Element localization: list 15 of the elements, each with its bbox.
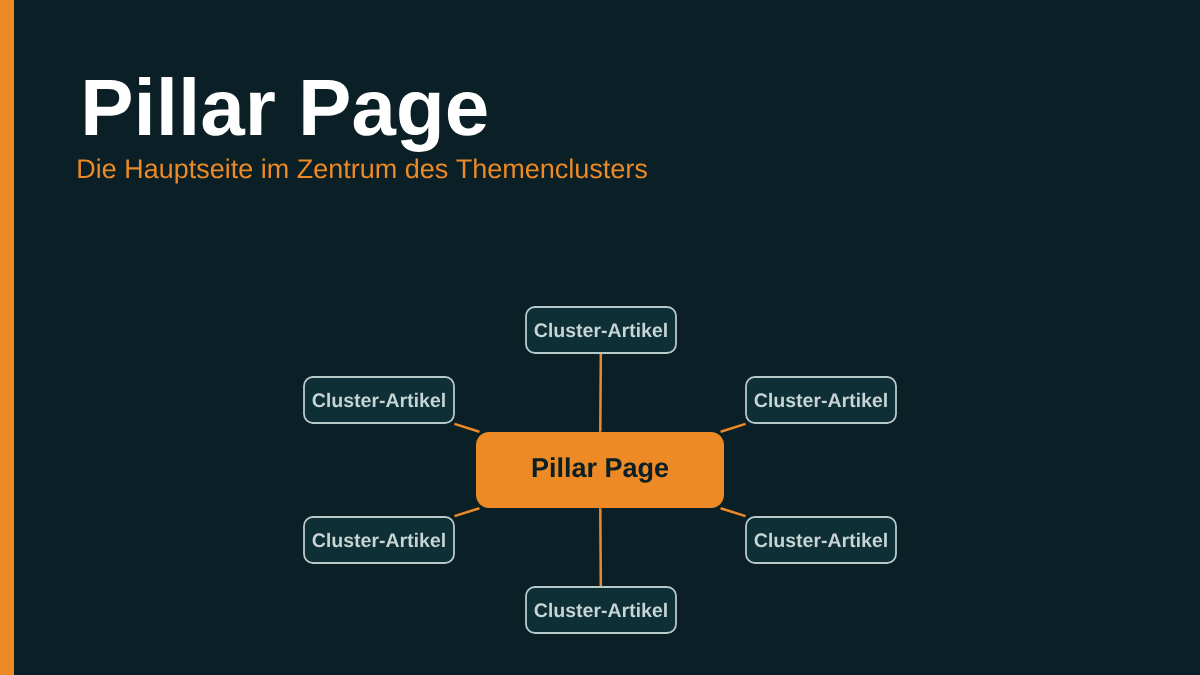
cluster-box: Cluster-Artikel [745,516,897,564]
cluster-box: Cluster-Artikel [303,376,455,424]
cluster-box: Cluster-Artikel [303,516,455,564]
subtitle: Die Hauptseite im Zentrum des Themenclusters [78,158,647,184]
cluster-box: Cluster-Artikel [525,306,677,354]
title: Pillar Page [85,77,487,152]
connector-line [599,353,603,432]
connector-line [720,507,746,518]
connector-line [454,422,480,433]
cluster-box: Cluster-Artikel [745,376,897,424]
cluster-box: Cluster-Artikel [525,586,677,634]
connector-line [454,507,480,518]
connector-line [599,508,603,587]
connector-line [720,422,746,433]
pillar-box: Pillar Page [476,432,724,508]
